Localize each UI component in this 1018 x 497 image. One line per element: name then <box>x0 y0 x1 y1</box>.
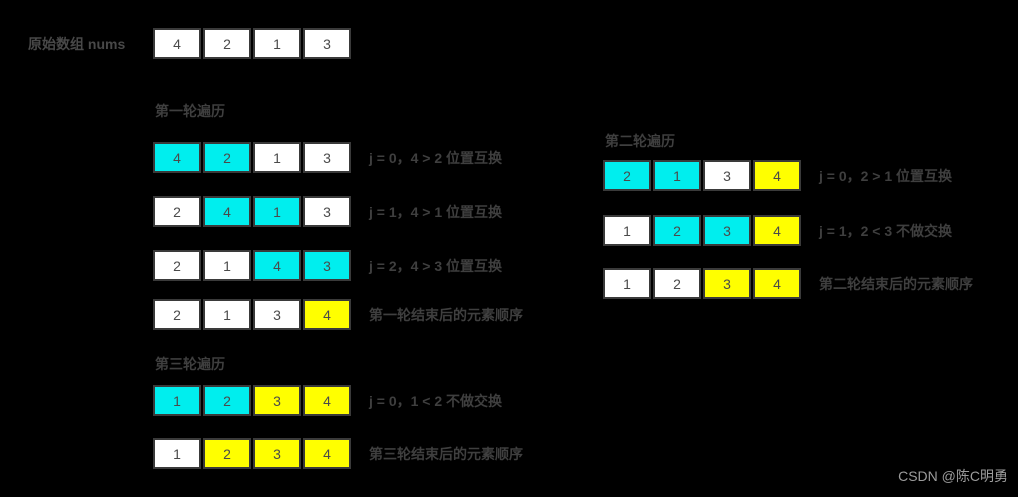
array-state-row: 1 2 3 4 j = 1，2 < 3 不做交换 <box>603 215 952 246</box>
array-cell: 2 <box>653 215 701 246</box>
array-cell: 3 <box>253 299 301 330</box>
step-annotation: j = 1，2 < 3 不做交换 <box>819 222 953 239</box>
array-state-row: 2 4 1 3 j = 1，4 > 1 位置互换 <box>153 196 502 227</box>
array-original: 4 2 1 3 <box>153 28 351 59</box>
array-cell: 3 <box>253 385 301 416</box>
array-cell: 1 <box>203 299 251 330</box>
section-title-round-1: 第一轮遍历 <box>155 103 225 119</box>
array-round3-result: 1 2 3 4 <box>153 438 351 469</box>
array-cell: 1 <box>253 28 301 59</box>
array-cell: 3 <box>303 196 351 227</box>
array-cell: 1 <box>253 196 301 227</box>
array-cell: 1 <box>153 385 201 416</box>
array-state-row: 2 1 3 4 j = 0，2 > 1 位置互换 <box>603 160 952 191</box>
array-round1-step2: 2 4 1 3 <box>153 196 351 227</box>
array-cell: 2 <box>203 385 251 416</box>
array-cell: 4 <box>753 215 801 246</box>
array-cell: 2 <box>653 268 701 299</box>
step-annotation: j = 0，2 > 1 位置互换 <box>819 167 953 184</box>
array-cell: 4 <box>253 250 301 281</box>
array-cell: 2 <box>153 299 201 330</box>
array-state-row: 1 2 3 4 第二轮结束后的元素顺序 <box>603 268 973 299</box>
array-cell: 2 <box>203 142 251 173</box>
step-annotation: 第三轮结束后的元素顺序 <box>369 445 523 462</box>
array-cell: 4 <box>203 196 251 227</box>
step-annotation: 第一轮结束后的元素顺序 <box>369 306 523 323</box>
array-cell: 1 <box>603 215 651 246</box>
array-round1-step3: 2 1 4 3 <box>153 250 351 281</box>
array-round2-step2: 1 2 3 4 <box>603 215 801 246</box>
array-cell: 2 <box>153 250 201 281</box>
array-cell: 1 <box>203 250 251 281</box>
array-cell: 1 <box>653 160 701 191</box>
array-cell: 3 <box>303 28 351 59</box>
array-state-row: 2 1 4 3 j = 2，4 > 3 位置互换 <box>153 250 502 281</box>
step-annotation: j = 0，1 < 2 不做交换 <box>369 392 503 409</box>
array-cell: 4 <box>303 299 351 330</box>
array-state-row: 2 1 3 4 第一轮结束后的元素顺序 <box>153 299 523 330</box>
array-cell: 3 <box>703 160 751 191</box>
array-cell: 2 <box>203 28 251 59</box>
array-cell: 4 <box>303 438 351 469</box>
array-cell: 1 <box>253 142 301 173</box>
array-cell: 3 <box>303 250 351 281</box>
step-annotation: j = 0，4 > 2 位置互换 <box>369 149 503 166</box>
array-round3-step1: 1 2 3 4 <box>153 385 351 416</box>
array-cell: 3 <box>303 142 351 173</box>
array-cell: 4 <box>753 268 801 299</box>
step-annotation: j = 2，4 > 3 位置互换 <box>369 257 503 274</box>
array-cell: 3 <box>703 215 751 246</box>
array-round2-result: 1 2 3 4 <box>603 268 801 299</box>
array-cell: 1 <box>153 438 201 469</box>
array-cell: 2 <box>153 196 201 227</box>
array-cell: 2 <box>603 160 651 191</box>
array-cell: 4 <box>303 385 351 416</box>
array-cell: 2 <box>203 438 251 469</box>
array-cell: 4 <box>753 160 801 191</box>
csdn-watermark: CSDN @陈C明勇 <box>898 468 1008 484</box>
array-cell: 3 <box>253 438 301 469</box>
array-state-row: 4 2 1 3 j = 0，4 > 2 位置互换 <box>153 142 502 173</box>
array-state-row: 1 2 3 4 第三轮结束后的元素顺序 <box>153 438 523 469</box>
section-title-round-3: 第三轮遍历 <box>155 356 225 372</box>
original-array-label: 原始数组 nums <box>28 36 126 52</box>
array-round2-step1: 2 1 3 4 <box>603 160 801 191</box>
array-round1-result: 2 1 3 4 <box>153 299 351 330</box>
array-cell: 4 <box>153 142 201 173</box>
section-title-round-2: 第二轮遍历 <box>605 133 675 149</box>
array-state-row: 1 2 3 4 j = 0，1 < 2 不做交换 <box>153 385 502 416</box>
array-cell: 1 <box>603 268 651 299</box>
step-annotation: 第二轮结束后的元素顺序 <box>819 275 973 292</box>
array-cell: 4 <box>153 28 201 59</box>
array-cell: 3 <box>703 268 751 299</box>
array-round1-step1: 4 2 1 3 <box>153 142 351 173</box>
step-annotation: j = 1，4 > 1 位置互换 <box>369 203 503 220</box>
